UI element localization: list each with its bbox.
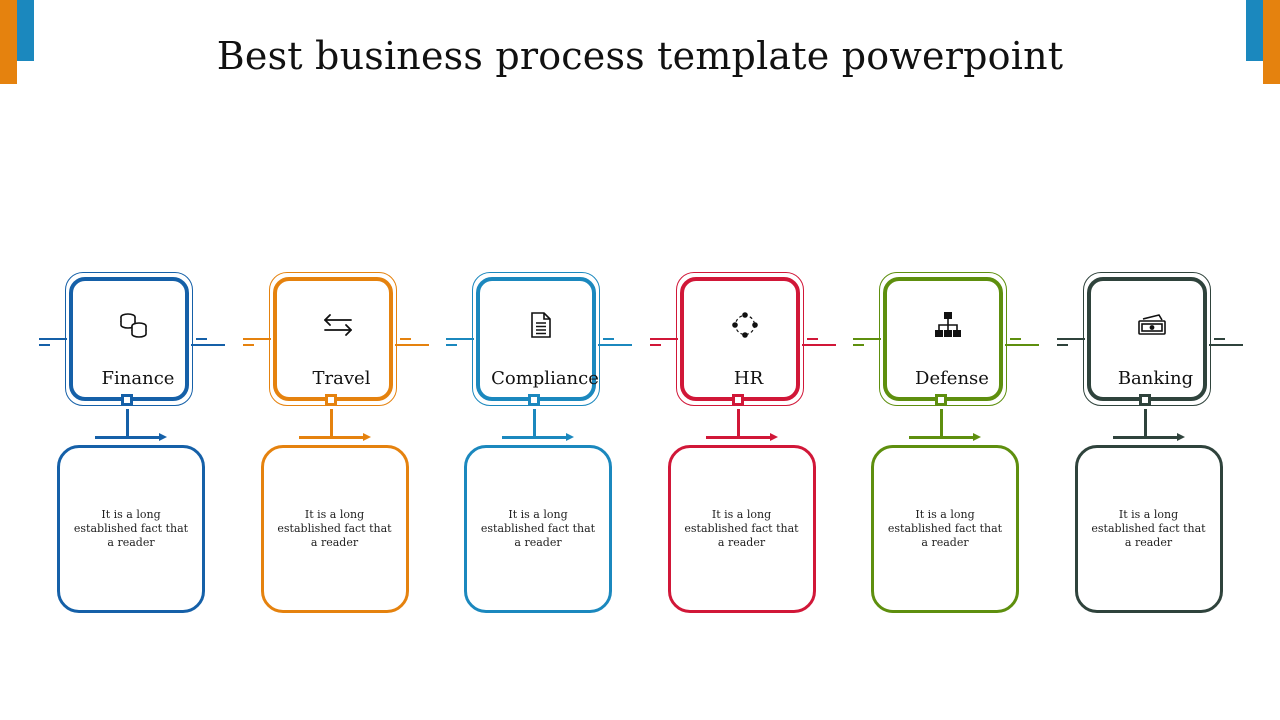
arrow-head-icon xyxy=(973,433,981,441)
process-step-6: Banking It is a long established fact tha… xyxy=(1056,272,1266,617)
step-label: Defense xyxy=(915,368,989,389)
hierarchy-icon xyxy=(931,309,965,341)
step-connector xyxy=(935,394,947,406)
step-description-box: It is a long established fact that a rea… xyxy=(57,445,205,613)
step-card: HR xyxy=(679,277,800,401)
corner-bar-blue-right xyxy=(1246,0,1263,61)
step-connector xyxy=(1138,394,1151,406)
step-description-box: It is a long established fact that a rea… xyxy=(667,445,816,613)
page-title: Best business process template powerpoin… xyxy=(216,34,1064,78)
connector-line xyxy=(126,409,129,437)
side-line-right-short xyxy=(399,338,411,340)
step-connector xyxy=(731,394,744,406)
side-line-left xyxy=(853,338,881,340)
side-line-left xyxy=(242,338,271,340)
connector-line xyxy=(533,409,536,437)
coins-icon xyxy=(117,309,151,341)
arrow-line xyxy=(95,436,161,439)
document-icon xyxy=(524,309,558,341)
side-line-right xyxy=(1005,344,1039,346)
side-line-right xyxy=(394,344,429,346)
step-description: It is a long established fact that a rea… xyxy=(73,508,189,549)
side-line-right xyxy=(191,344,225,346)
side-line-right-short xyxy=(806,338,818,340)
process-step-3: Compliance It is a long established fact … xyxy=(446,272,655,617)
process-step-4: HR It is a long established fact that a r… xyxy=(649,272,859,617)
side-line-left-short xyxy=(649,344,661,346)
step-card: Finance xyxy=(69,277,189,401)
arrow-head-icon xyxy=(769,433,778,441)
arrow-line xyxy=(909,436,975,439)
process-step-1: Finance It is a long established fact tha… xyxy=(39,272,248,617)
side-line-right-short xyxy=(1010,338,1021,340)
side-line-right xyxy=(801,344,836,346)
swap-arrows-icon xyxy=(321,309,355,341)
corner-bar-orange-left xyxy=(0,0,17,84)
side-line-left xyxy=(1056,338,1085,340)
step-description: It is a long established fact that a rea… xyxy=(684,508,799,549)
corner-bar-orange-right xyxy=(1263,0,1280,84)
network-cycle-icon xyxy=(728,309,762,341)
step-description-box: It is a long established fact that a rea… xyxy=(1074,445,1223,613)
step-description-box: It is a long established fact that a rea… xyxy=(260,445,409,613)
step-card: Banking xyxy=(1086,277,1207,401)
arrow-head-icon xyxy=(1176,433,1185,441)
side-line-left xyxy=(446,338,474,340)
side-line-left-short xyxy=(39,344,50,346)
step-label: Finance xyxy=(101,368,175,389)
arrow-line xyxy=(298,436,365,439)
step-card: Defense xyxy=(883,277,1003,401)
side-line-right-short xyxy=(196,338,207,340)
side-line-left xyxy=(39,338,67,340)
arrow-head-icon xyxy=(362,433,371,441)
step-label: Banking xyxy=(1117,368,1194,389)
side-line-left-short xyxy=(446,344,457,346)
side-line-right-short xyxy=(603,338,614,340)
arrow-line xyxy=(705,436,772,439)
step-description-box: It is a long established fact that a rea… xyxy=(871,445,1019,613)
connector-line xyxy=(940,409,943,437)
step-description: It is a long established fact that a rea… xyxy=(887,508,1003,549)
side-line-left-short xyxy=(242,344,254,346)
step-label: Travel xyxy=(312,368,371,389)
arrow-line xyxy=(1112,436,1179,439)
step-description: It is a long established fact that a rea… xyxy=(277,508,392,549)
step-description-box: It is a long established fact that a rea… xyxy=(464,445,612,613)
process-step-5: Defense It is a long established fact tha… xyxy=(853,272,1062,617)
money-icon xyxy=(1135,309,1169,341)
step-label: HR xyxy=(733,368,764,389)
step-connector xyxy=(121,394,133,406)
side-line-left-short xyxy=(1056,344,1068,346)
arrow-head-icon xyxy=(566,433,574,441)
side-line-left xyxy=(649,338,678,340)
connector-line xyxy=(329,409,333,437)
side-line-right xyxy=(598,344,632,346)
step-connector xyxy=(324,394,337,406)
connector-line xyxy=(736,409,740,437)
corner-bar-blue-left xyxy=(17,0,34,61)
process-step-2: Travel It is a long established fact that… xyxy=(242,272,452,617)
step-description: It is a long established fact that a rea… xyxy=(1091,508,1206,549)
connector-line xyxy=(1143,409,1147,437)
step-card: Compliance xyxy=(476,277,599,401)
arrow-head-icon xyxy=(159,433,167,441)
step-card: Travel xyxy=(272,277,393,401)
side-line-left-short xyxy=(853,344,864,346)
step-description: It is a long established fact that a rea… xyxy=(480,508,596,549)
side-line-right xyxy=(1208,344,1243,346)
step-label: Compliance xyxy=(491,368,599,389)
side-line-right-short xyxy=(1213,338,1225,340)
arrow-line xyxy=(502,436,568,439)
step-connector xyxy=(528,394,540,406)
